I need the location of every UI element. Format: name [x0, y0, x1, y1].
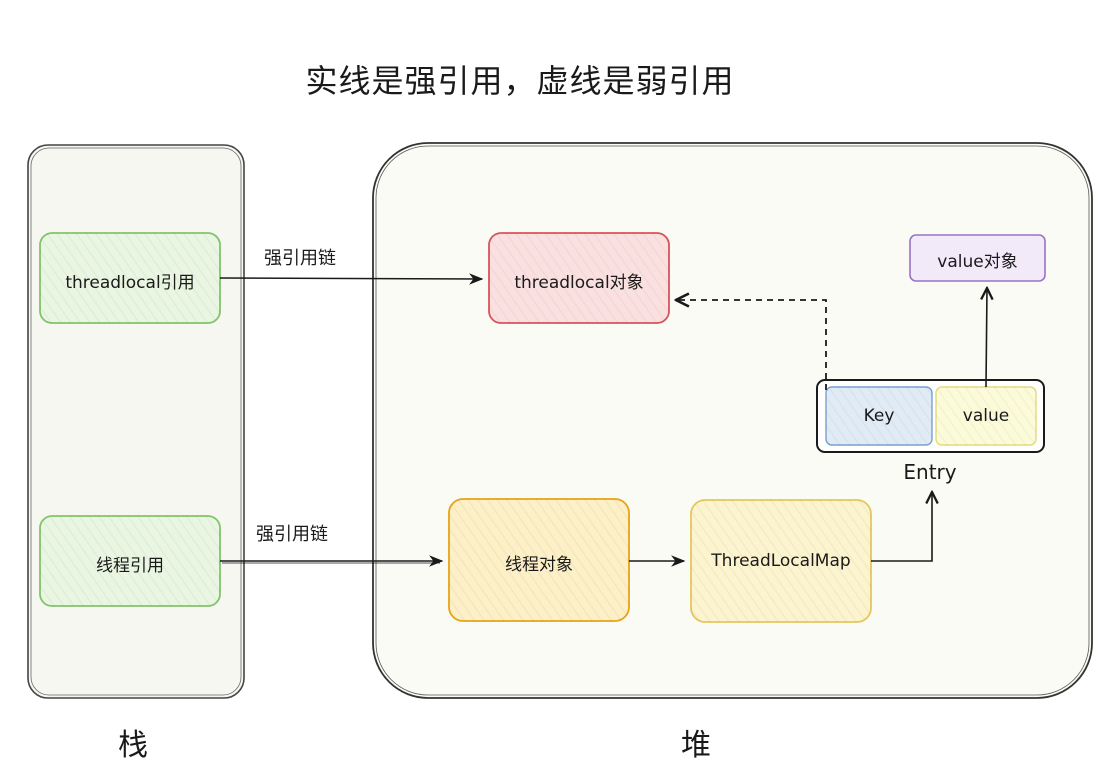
- entry-value-label: value: [962, 406, 1010, 426]
- stack-label: 栈: [118, 728, 148, 763]
- stack-region: [27, 144, 245, 699]
- entry-label: Entry: [903, 460, 957, 484]
- entry-key-label: Key: [863, 406, 895, 426]
- edge-label-strong-top: 强引用链: [264, 248, 336, 269]
- edge-map-entry: [871, 492, 932, 562]
- heap-label: 堆: [681, 728, 711, 763]
- diagram-title: 实线是强引用，虚线是弱引用: [305, 62, 735, 100]
- edge-threadlocal-strong: [219, 273, 484, 285]
- threadlocal-obj-label: threadlocal对象: [514, 273, 644, 293]
- value-obj-box: [909, 234, 1046, 282]
- edge-key-weak: [676, 300, 827, 390]
- threadlocal-ref-label: threadlocal引用: [65, 273, 195, 293]
- value-obj-label: value对象: [937, 252, 1018, 272]
- thread-obj-label: 线程对象: [505, 555, 573, 575]
- edge-value-strong: [986, 288, 987, 388]
- thread-ref-label: 线程引用: [96, 556, 164, 576]
- threadlocalmap-label: ThreadLocalMap: [711, 551, 851, 571]
- edge-label-strong-bottom: 强引用链: [256, 524, 328, 545]
